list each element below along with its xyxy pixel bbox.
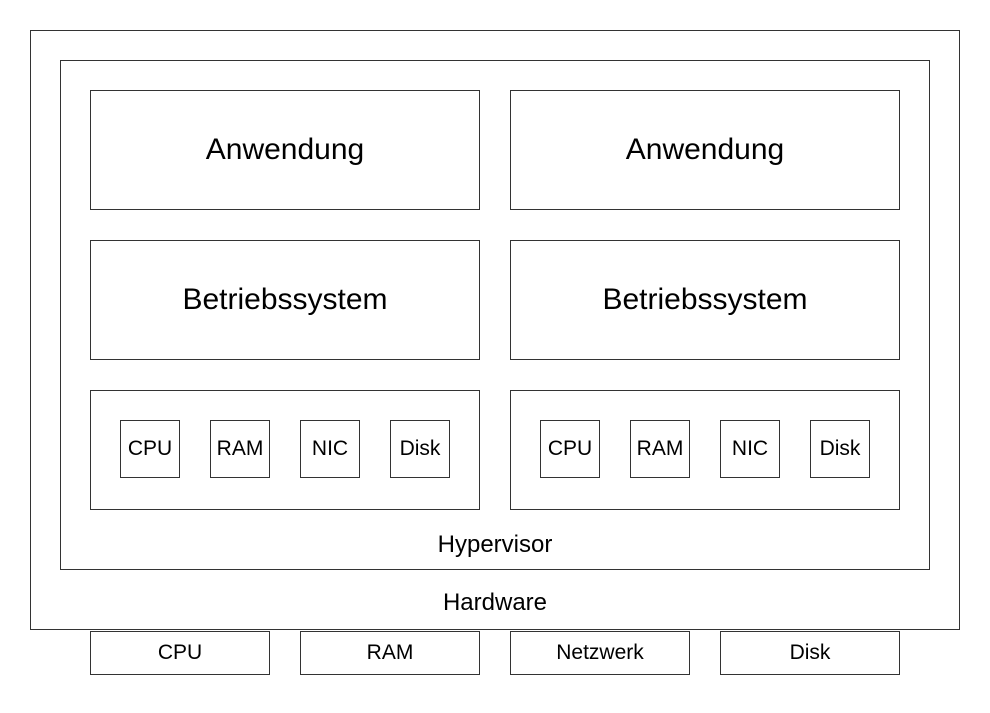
vm2-ram-box: RAM	[630, 420, 690, 478]
physical-ram-label: RAM	[366, 641, 414, 664]
vm1-ram-box: RAM	[210, 420, 270, 478]
hypervisor-box: Anwendung Betriebssystem CPU RAM NIC	[60, 60, 930, 570]
physical-cpu-box: CPU	[90, 631, 270, 675]
vm1-disk-box: Disk	[390, 420, 450, 478]
vm2-disk-label: Disk	[819, 437, 861, 460]
vm1-nic-label: NIC	[311, 437, 349, 460]
vm1-ram-label: RAM	[216, 437, 264, 460]
physical-disk-box: Disk	[720, 631, 900, 675]
virtual-hardware-box-2: CPU RAM NIC Disk	[510, 390, 900, 510]
vm-stack-1: Anwendung Betriebssystem CPU RAM NIC	[90, 90, 480, 510]
vm1-disk-label: Disk	[399, 437, 441, 460]
vm-stack-2: Anwendung Betriebssystem CPU RAM NIC	[510, 90, 900, 510]
os-box-2: Betriebssystem	[510, 240, 900, 360]
vm2-nic-label: NIC	[731, 437, 769, 460]
application-box-2: Anwendung	[510, 90, 900, 210]
physical-disk-label: Disk	[789, 641, 831, 664]
vm2-disk-box: Disk	[810, 420, 870, 478]
vm2-nic-box: NIC	[720, 420, 780, 478]
vm2-ram-label: RAM	[636, 437, 684, 460]
hardware-box: Anwendung Betriebssystem CPU RAM NIC	[30, 30, 960, 630]
vm1-cpu-label: CPU	[127, 437, 173, 460]
physical-network-box: Netzwerk	[510, 631, 690, 675]
physical-network-label: Netzwerk	[556, 641, 644, 664]
physical-ram-box: RAM	[300, 631, 480, 675]
vm1-cpu-box: CPU	[120, 420, 180, 478]
vm1-nic-box: NIC	[300, 420, 360, 478]
application-label-2: Anwendung	[625, 133, 785, 166]
os-label-1: Betriebssystem	[182, 283, 388, 316]
hypervisor-label: Hypervisor	[437, 531, 553, 558]
hardware-label: Hardware	[442, 589, 548, 616]
application-label-1: Anwendung	[205, 133, 365, 166]
vm2-cpu-box: CPU	[540, 420, 600, 478]
application-box-1: Anwendung	[90, 90, 480, 210]
physical-cpu-label: CPU	[157, 641, 203, 664]
os-label-2: Betriebssystem	[602, 283, 808, 316]
virtual-hardware-box-1: CPU RAM NIC Disk	[90, 390, 480, 510]
vm2-cpu-label: CPU	[547, 437, 593, 460]
os-box-1: Betriebssystem	[90, 240, 480, 360]
